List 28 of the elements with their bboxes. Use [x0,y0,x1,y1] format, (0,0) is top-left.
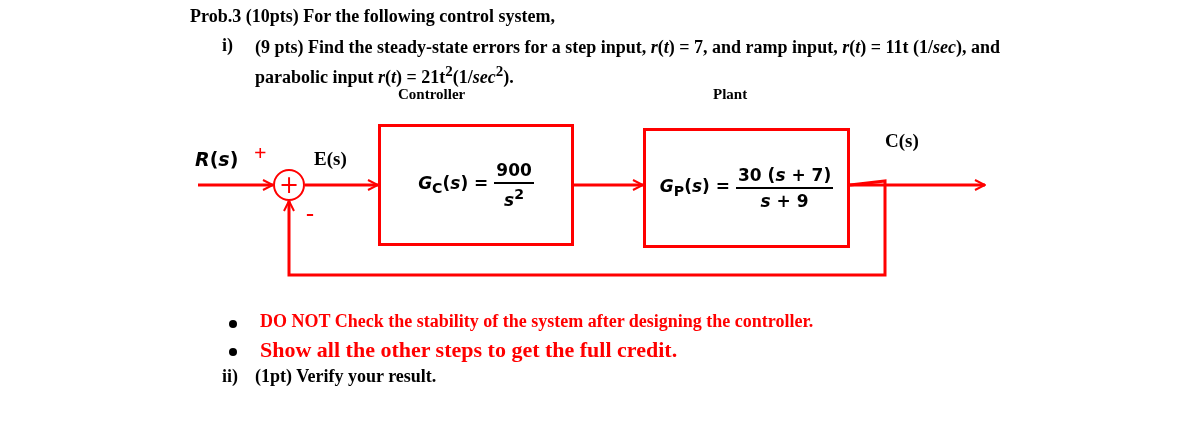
fraction-denominator: s$^{2}$ [504,185,525,210]
note-text: DO NOT Check the stability of the system after designing the controller. [260,311,814,332]
block-box [643,128,850,248]
transfer-function-text: G$_{P}$(s) = [659,176,730,200]
edge-label: E(s) [314,148,347,170]
item-number: i) [222,35,233,56]
item-number: ii) [222,366,238,387]
arrow [574,179,644,191]
instruction-text: (1pt) Verify your result. [255,366,437,387]
arrow [198,179,274,191]
question-text: (9 pts) Find the steady-state errors for a step input, r(t) = 7, and ramp input, r(t) = 11t (1/sec), and parabolic input r(t) = 21t$^{2}$(1/sec$^{2}$). [255,36,1001,89]
block-box [378,124,574,246]
block-caption: Plant [713,86,748,103]
heading-text: Prob.3 (10pts) For the following control system, [190,6,555,27]
arrow [283,179,887,277]
fraction-denominator: s + 9 [760,190,809,211]
fraction-numerator: 30 (s + 7) [736,165,834,189]
arrow [305,179,379,191]
sign-label: + [278,171,300,199]
arrow [850,179,986,191]
sign-label: + [254,140,267,166]
fraction-numerator: 900 [494,160,534,185]
edge-label: C(s) [885,130,919,152]
sign-label: - [306,200,314,227]
block-caption: Controller [398,86,466,103]
note-text: Show all the other steps to get the full credit. [260,337,678,363]
signal-label: R(s) [195,148,239,170]
transfer-function-text: G$_{C}$(s) = [418,173,489,197]
